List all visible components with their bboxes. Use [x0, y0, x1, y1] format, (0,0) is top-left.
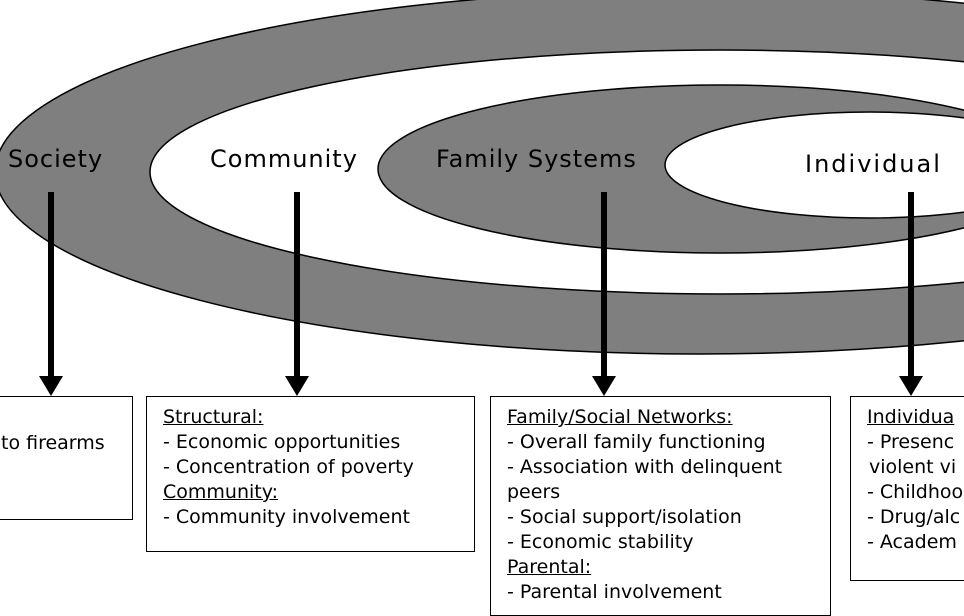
community-structural-item: - Concentration of poverty	[163, 456, 414, 478]
society-factor-item: to firearms	[1, 432, 105, 454]
family-networks-item: - Social support/isolation	[507, 506, 742, 528]
family-networks-item: - Association with delinquent peers	[507, 456, 783, 503]
community-community-header: Community:	[163, 481, 278, 503]
arrow-family-systems	[592, 192, 616, 396]
family-parental-header: Parental:	[507, 556, 592, 578]
individual-item: - Academ	[867, 531, 957, 553]
individual-header: Individua	[867, 406, 955, 428]
level-label-individual: Individual	[805, 150, 942, 178]
individual-item: - Drug/alc	[867, 506, 961, 528]
family-networks-item: - Overall family functioning	[507, 431, 766, 453]
family-networks-item: - Economic stability	[507, 531, 694, 553]
community-community-item: - Community involvement	[163, 506, 410, 528]
society-factors-box: to firearms	[0, 396, 133, 520]
level-label-society: Society	[8, 145, 103, 173]
level-label-family-systems: Family Systems	[436, 145, 637, 173]
individual-factors-box: Individua - Presenc violent vi - Childho…	[850, 396, 964, 581]
arrow-society	[39, 192, 63, 396]
family-parental-item: - Parental involvement	[507, 581, 722, 603]
ecological-model-diagram: Society Community Family Systems Individ…	[0, 0, 964, 396]
individual-item: violent vi	[869, 456, 957, 478]
family-systems-factors-box: Family/Social Networks: - Overall family…	[490, 396, 831, 616]
individual-item: - Childhoo	[867, 481, 964, 503]
community-structural-item: - Economic opportunities	[163, 431, 401, 453]
arrow-individual	[899, 192, 923, 396]
family-networks-header: Family/Social Networks:	[507, 406, 733, 428]
individual-item: - Presenc	[867, 431, 955, 453]
individual-core	[664, 111, 964, 219]
community-factors-box: Structural: - Economic opportunities - C…	[146, 396, 475, 552]
level-label-community: Community	[210, 145, 358, 173]
arrow-community	[285, 192, 309, 396]
community-structural-header: Structural:	[163, 406, 264, 428]
